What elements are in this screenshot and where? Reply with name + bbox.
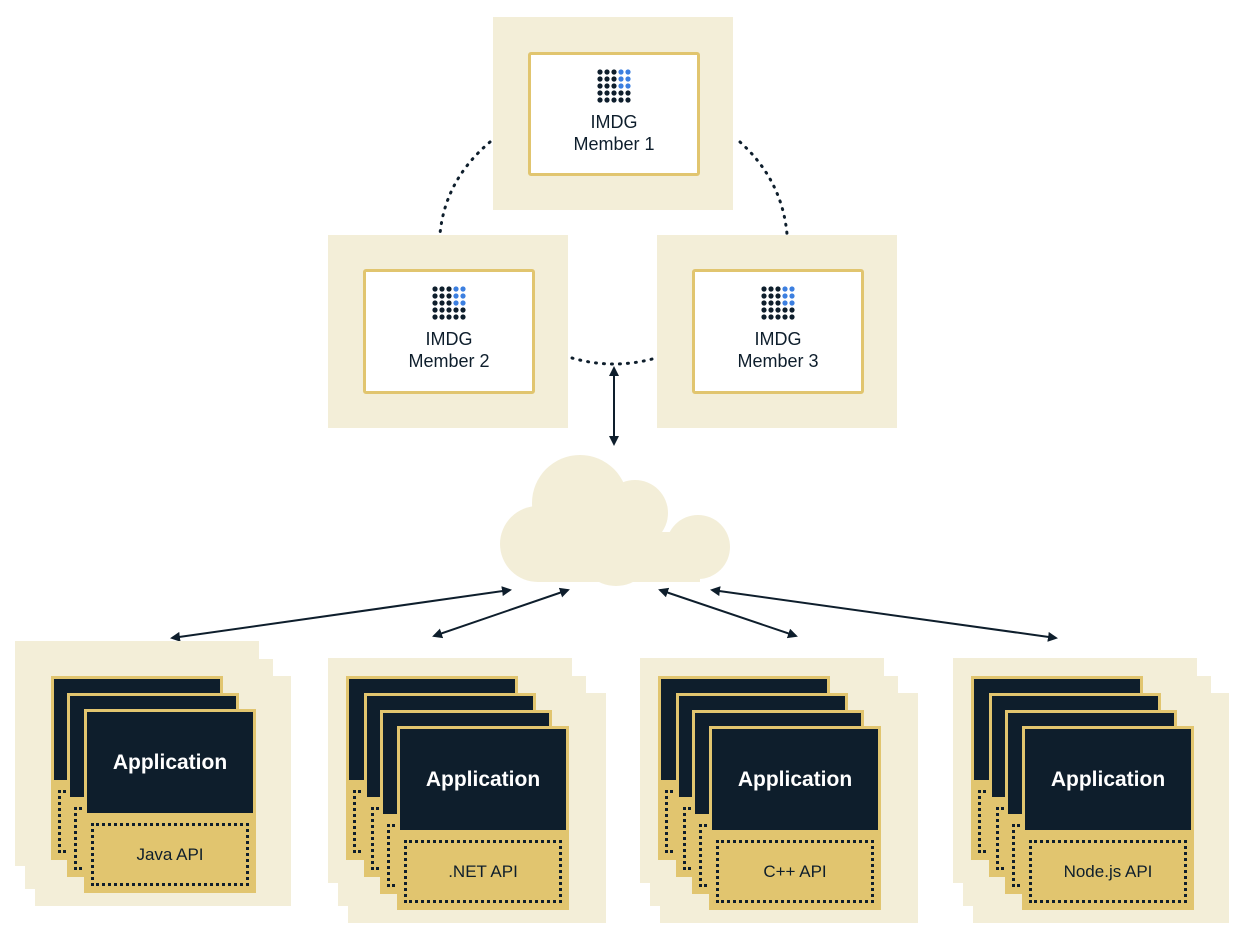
- app-title-node: Application: [1025, 729, 1191, 830]
- grid-dots-icon: [597, 69, 631, 103]
- member-2-tile: IMDG Member 2: [328, 235, 568, 428]
- member-1-tile: IMDG Member 1: [493, 17, 733, 210]
- member-3-line2: Member 3: [737, 351, 819, 371]
- cluster-link-1-3: [738, 140, 789, 236]
- api-label-java: Java API: [91, 823, 249, 886]
- cloud-node-arrow: [710, 586, 1058, 642]
- cluster-link-2-3: [570, 356, 658, 366]
- cloud-java-arrow: [170, 586, 512, 642]
- member-3-tile: IMDG Member 3: [657, 235, 897, 428]
- grid-dots-icon: [761, 286, 795, 320]
- member-3-line1: IMDG: [754, 329, 802, 349]
- app-title-java: Application: [87, 712, 253, 813]
- app-group-net: Application .NET API: [328, 658, 608, 928]
- app-group-node: Application Node.js API: [953, 658, 1233, 928]
- api-label-net: .NET API: [404, 840, 562, 903]
- member-2-line1: IMDG: [425, 329, 473, 349]
- grid-dots-icon: [432, 286, 466, 320]
- member-3-card: IMDG Member 3: [692, 269, 864, 394]
- member-2-line2: Member 2: [408, 351, 490, 371]
- app-card-net: Application .NET API: [397, 726, 569, 910]
- member-1-line2: Member 1: [573, 134, 655, 154]
- member-1-card: IMDG Member 1: [528, 52, 700, 176]
- cloud-icon: [500, 455, 730, 586]
- app-group-java: Application Java API: [15, 641, 295, 911]
- api-label-node: Node.js API: [1029, 840, 1187, 903]
- app-card-cpp: Application C++ API: [709, 726, 881, 910]
- app-title-cpp: Application: [712, 729, 878, 830]
- member-2-card: IMDG Member 2: [363, 269, 535, 394]
- app-title-net: Application: [400, 729, 566, 830]
- cloud-net-arrow: [432, 587, 570, 639]
- member-1-line1: IMDG: [590, 112, 638, 132]
- api-label-cpp: C++ API: [716, 840, 874, 903]
- app-card-java: Application Java API: [84, 709, 256, 893]
- cluster-link-1-2: [438, 140, 492, 236]
- app-group-cpp: Application C++ API: [640, 658, 920, 928]
- app-card-node: Application Node.js API: [1022, 726, 1194, 910]
- cloud-cpp-arrow: [658, 587, 798, 639]
